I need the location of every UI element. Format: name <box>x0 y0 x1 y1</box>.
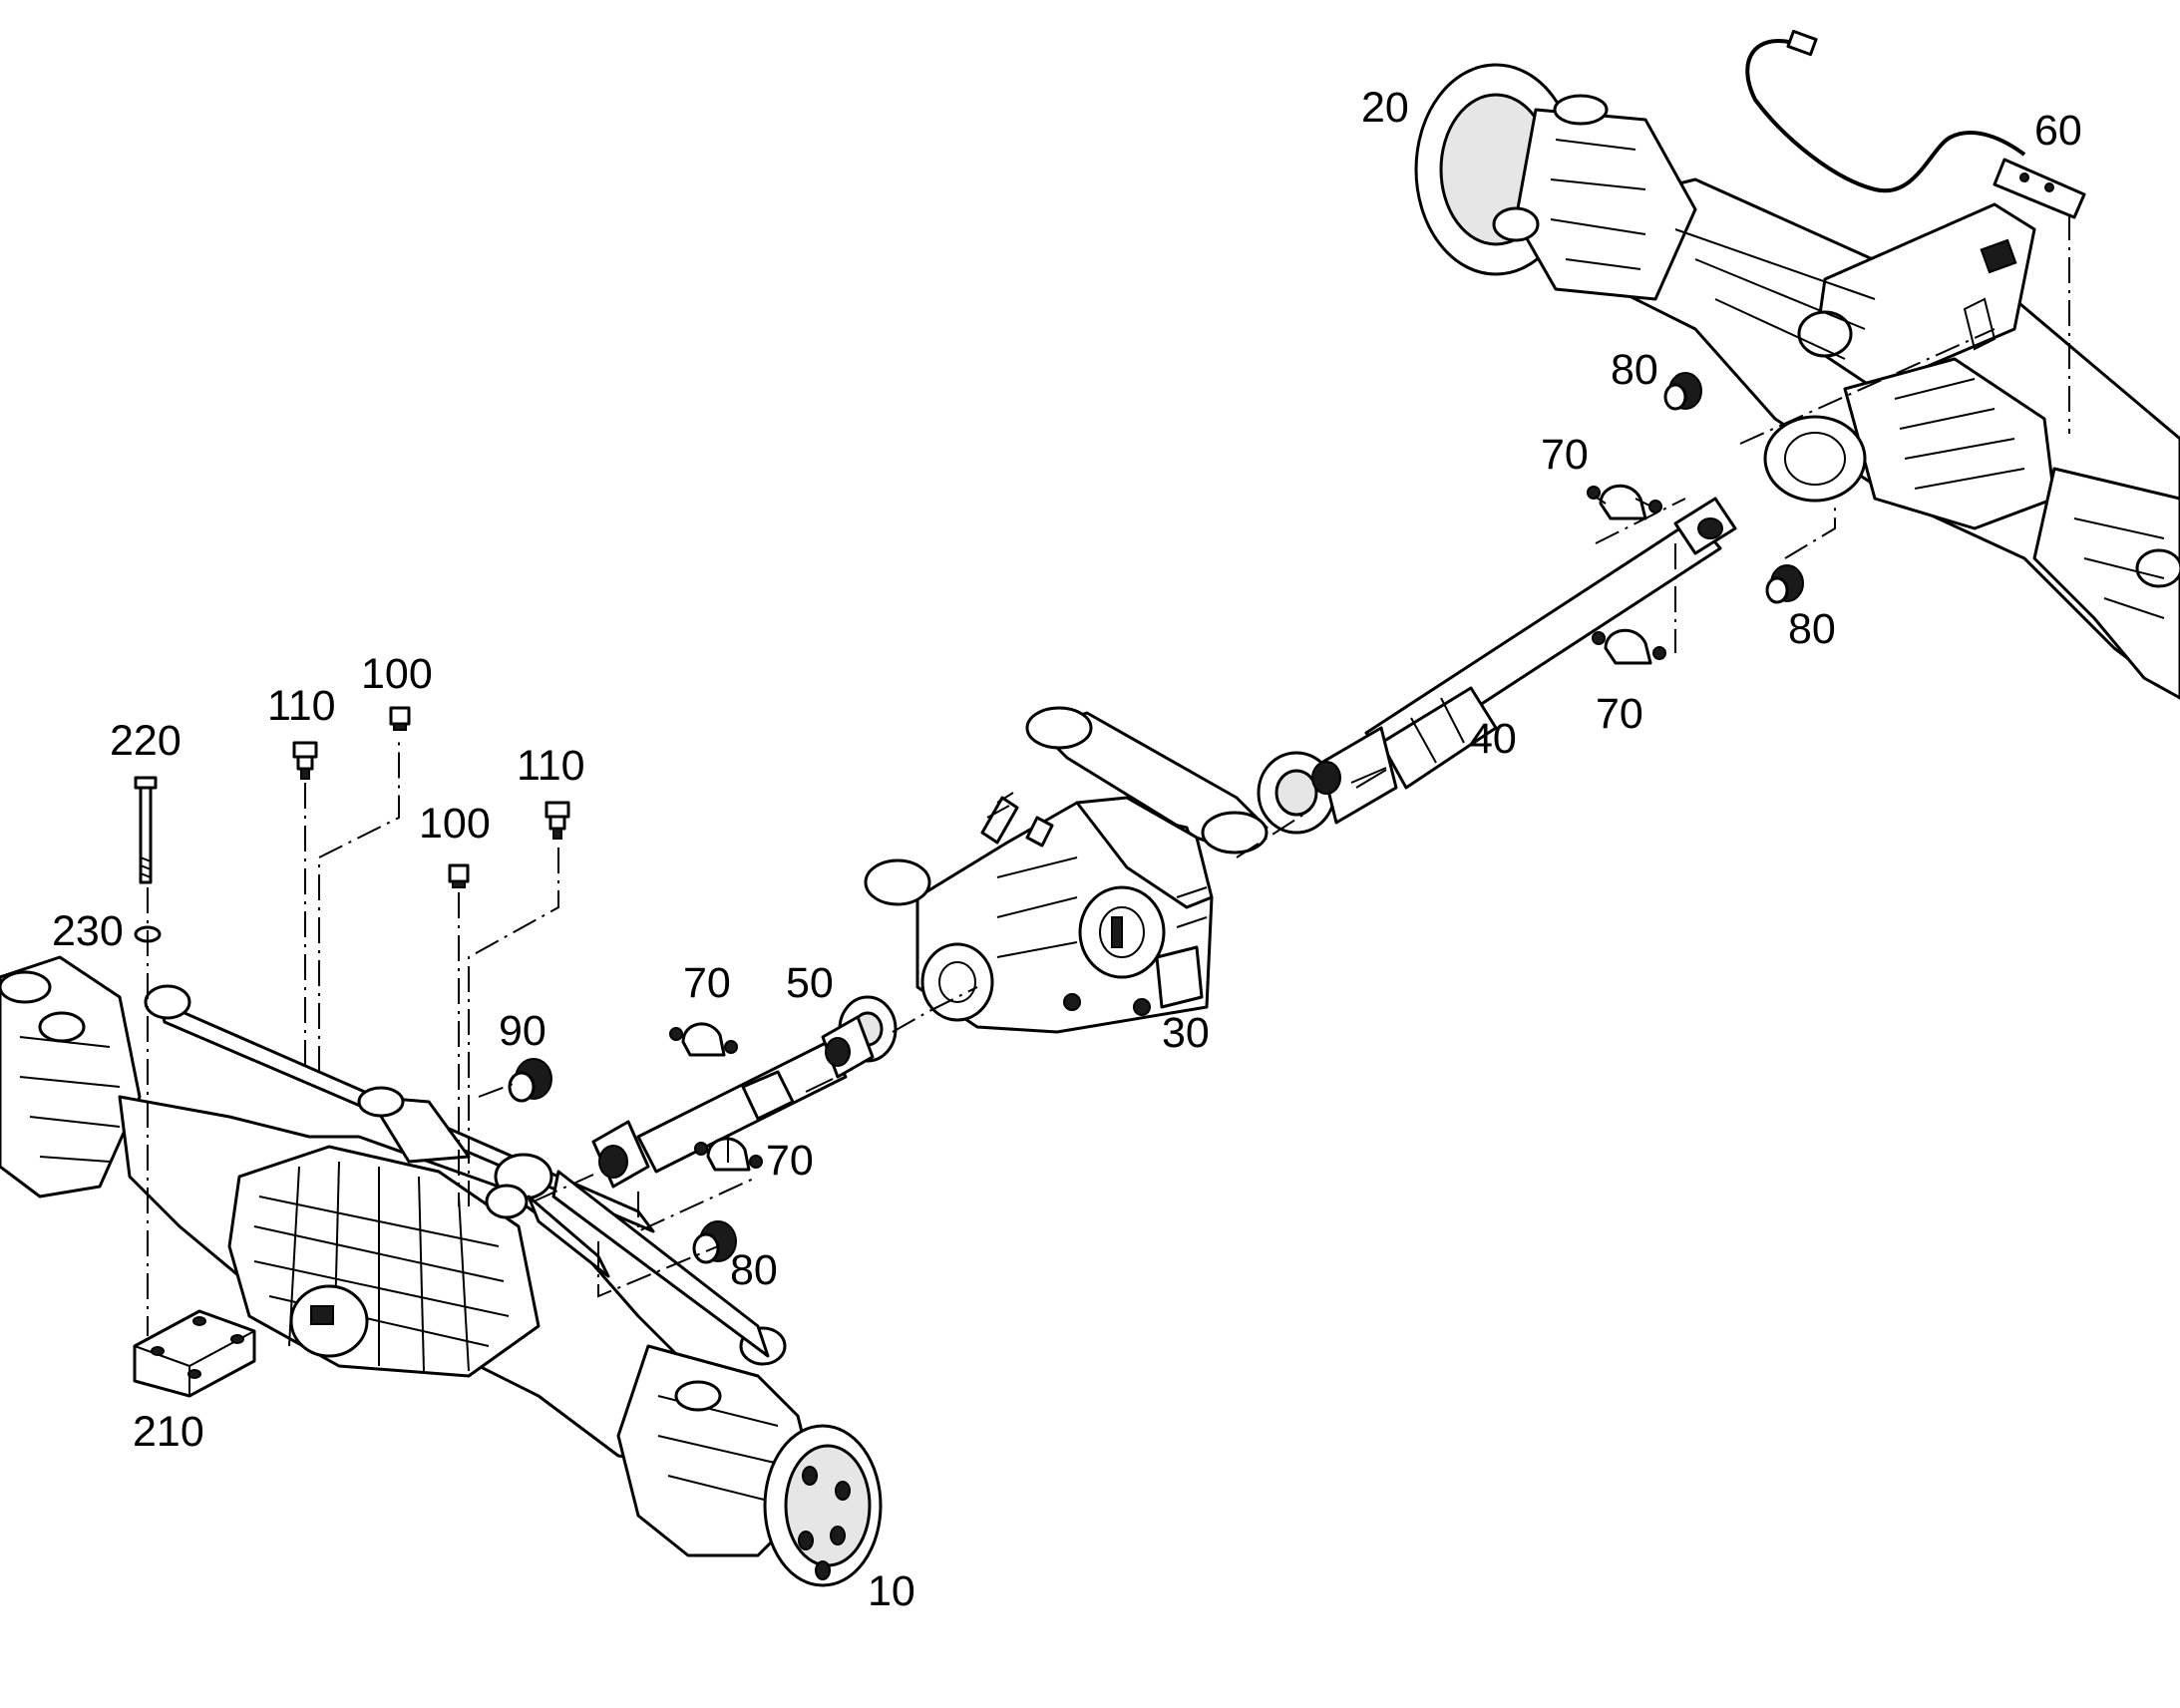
mounting-plate <box>133 1309 256 1398</box>
hose-clamp-lower <box>1592 628 1666 665</box>
plug-item-110-left <box>292 741 318 780</box>
callout-220: 220 <box>110 717 182 765</box>
callout-20: 20 <box>1361 84 1409 132</box>
bolt-item-220 <box>134 776 158 884</box>
callout-90: 90 <box>499 1007 546 1055</box>
callout-60: 60 <box>2034 107 2082 155</box>
plug-item-100-upper <box>389 706 411 731</box>
callout-100-upper: 100 <box>361 650 433 698</box>
wiring-harness <box>1745 29 2086 219</box>
callout-110-right: 110 <box>517 742 585 790</box>
plug-item-100-lower <box>448 863 470 888</box>
callout-70-rear-lower: 70 <box>1596 690 1643 738</box>
callout-50: 50 <box>786 959 834 1007</box>
callout-70-rear-upper: 70 <box>1541 431 1589 479</box>
plug-rear-lower <box>1765 564 1804 604</box>
callout-110-left: 110 <box>267 682 336 730</box>
callout-10: 10 <box>868 1567 915 1615</box>
leader-lines <box>147 214 2070 1336</box>
callout-40: 40 <box>1469 715 1517 763</box>
callout-80-rear-upper: 80 <box>1611 346 1658 394</box>
propeller-shaft-front <box>591 995 898 1189</box>
hose-clamp-front-upper <box>669 1022 738 1057</box>
callout-70-front-upper: 70 <box>683 959 731 1007</box>
callout-80-front: 80 <box>730 1246 778 1294</box>
callout-210: 210 <box>133 1408 204 1456</box>
callout-70-front-lower: 70 <box>766 1137 814 1185</box>
rear-axle <box>1414 63 2180 700</box>
hose-clamp-upper <box>1587 484 1662 520</box>
propeller-shaft-rear <box>1257 497 1737 835</box>
plug-front-item-80 <box>692 1220 737 1264</box>
callout-230: 230 <box>52 907 124 955</box>
callout-30: 30 <box>1162 1009 1210 1057</box>
plug-item-110-right <box>545 801 570 840</box>
front-axle <box>0 955 883 1587</box>
callout-labels: 20 60 80 70 80 70 40 30 50 70 70 90 80 1… <box>52 84 2082 1615</box>
plug-item-90 <box>508 1058 552 1103</box>
callout-100-lower: 100 <box>419 800 491 848</box>
plug-rear-upper <box>1663 372 1702 411</box>
callout-80-rear-lower: 80 <box>1788 605 1836 653</box>
transfer-gearbox <box>864 706 1269 1034</box>
